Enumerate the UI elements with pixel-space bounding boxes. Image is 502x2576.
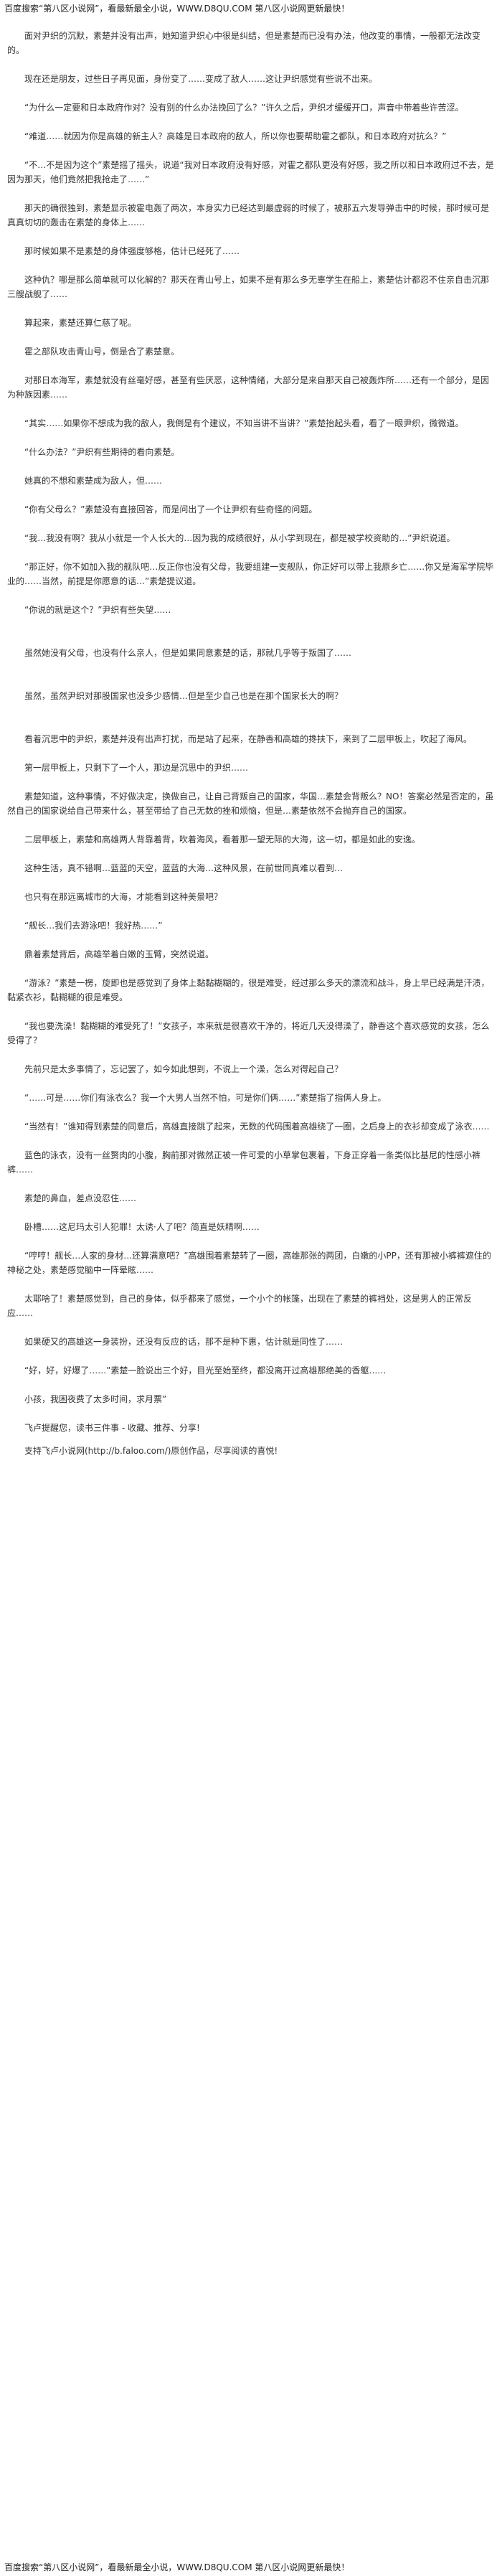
paragraph: 她真的不想和素楚成为敌人，但…… (24, 476, 163, 486)
paragraph: 小孩，我困夜费了太多时间，求月票” (24, 1394, 167, 1404)
blank-gap (7, 631, 495, 646)
paragraph: 也只有在那远离城市的大海，才能看到这种美景吧？ (24, 892, 223, 902)
paragraph: 第一层甲板上，只剩下了一个人，那边是沉思中的尹织…… (24, 763, 249, 773)
paragraph: 虽然她没有父母，也没有什么亲人，但是如果同意素楚的话，那就几乎等于叛国了…… (24, 648, 352, 658)
paragraph: 鼎着素楚背后，高雄举着白嫩的玉臂，突然说道。 (24, 949, 214, 959)
paragraph: “什么办法？”尹织有些期待的看向素楚。 (24, 447, 180, 457)
paragraph: “游泳？”素楚一楞，旋即也是感觉到了身体上黏黏糊糊的，很是难受，经过那么多天的漂… (7, 978, 490, 1002)
paragraph: 算起来，素楚还算仁慈了呢。 (24, 318, 137, 328)
paragraph: “舰长…我们去游泳吧！我好热……” (24, 921, 163, 931)
paragraph: “好，好，好爆了……”素楚一脸说出三个好，目光至始至终，都没离开过高雄那绝美的香… (24, 1365, 387, 1376)
paragraph: 如果硬又的高雄这一身装扮，还没有反应的话，那不是种下惠，估计就是同性了…… (24, 1337, 344, 1347)
paragraph: “哼哼！舰长…人家的身材…还算满意吧？”高雄围着素楚转了一圈，高雄那张的两团，白… (7, 1251, 491, 1275)
paragraph: 虽然，虽然尹织对那股国家也没多少感情…但是至少自己也是在那个国家长大的啊？ (24, 691, 344, 701)
paragraph: “那正好，你不如加入我的舰队吧…反正你也没有父母，我要组建一支舰队，你正好可以带… (7, 562, 494, 586)
paragraph: 那时候如果不是素楚的身体强度够格，估计已经死了…… (24, 246, 240, 256)
paragraph: “我也要洗澡！黏糊糊的难受死了！”女孩子，本来就是很喜欢干净的，将近几天没得澡了… (7, 1021, 490, 1045)
paragraph: “我…我没有啊？我从小就是一个人长大的…因为我的成绩很好，从小学到现在，都是被学… (24, 533, 455, 543)
paragraph: 这种生活，真不错啊…蓝蓝的天空，蓝蓝的大海…这种风景，在前世同真难以看到… (24, 863, 344, 873)
paragraph: 对那日本海军，素楚就没有丝毫好感，甚至有些厌恶，这种情绪，大部分是来自那天自己被… (7, 375, 490, 400)
paragraph: “难道……就因为你是高雄的新主人？高雄是日本政府的敌人，所以你也要帮助霍之都队，… (24, 131, 447, 141)
support-notice: 支持飞卢小说网(http://b.faloo.com/)原创作品，尽享阅读的喜悦… (24, 1446, 278, 1456)
paragraph: 太耶啥了！素楚感觉到，自己的身体，似乎都来了感觉，一个小个的帐篷，出现在了素楚的… (7, 1294, 473, 1318)
reading-reminder: 飞卢提醒您，读书三件事 - 收藏、推荐、分享! (24, 1423, 200, 1433)
paragraph: “……可是……你们有泳衣么？我一个大男人当然不怕，可是你们俩……”素楚指了指俩人… (24, 1093, 387, 1103)
paragraph: “你有父母么？”素楚没有直接回答，而是问出了一个让尹织有些奇怪的问题。 (24, 504, 318, 514)
paragraph: 素楚的鼻血，差点没忍住…… (24, 1193, 137, 1203)
paragraph: 卧槽……这尼玛太引人犯罪！太诱·人了吧？简直是妖精啊…… (24, 1222, 260, 1232)
paragraph: 面对尹织的沉默，素楚并没有出声，她知道尹织心中很是纠结，但是素楚而已没有办法，他… (7, 31, 481, 55)
top-promo-banner: 百度搜索“第八区小说网”，看最新最全小说，WWW.D8QU.COM 第八区小说网… (4, 4, 350, 14)
paragraph: 素楚知道，这种事情，不好做决定，换做自己，让自己背叛自己的国家，华国…素楚会背叛… (7, 791, 494, 816)
paragraph: “其实……如果你不想成为我的敌人，我倒是有个建议，不知当讲不当讲？”素楚抬起头看… (24, 418, 464, 428)
blank-gap (7, 674, 495, 689)
paragraph: 那天的确很独到，素楚显示被霍电轰了两次，本身实力已经达到最虚弱的时候了，被那五六… (7, 203, 490, 227)
paragraph: 霍之部队攻击青山号，倒是合了素楚意。 (24, 347, 180, 357)
chapter-content: 面对尹织的沉默，素楚并没有出声，她知道尹织心中很是纠结，但是素楚而已没有办法，他… (7, 29, 495, 1467)
blank-gap (7, 718, 495, 732)
paragraph: 蓝色的泳衣，没有一丝赘肉的小腹，胸前那对微然正被一件可爱的小草掌包裹着，下身正穿… (7, 1150, 481, 1175)
paragraph: 这种仇？哪是那么简单就可以化解的？那天在青山号上，如果不是有那么多无辜学生在船上… (7, 275, 490, 299)
bottom-promo-banner: 百度搜索“第八区小说网”，看最新最全小说，WWW.D8QU.COM 第八区小说网… (4, 2562, 350, 2572)
paragraph: 现在还是朋友，过些日子再见面，身份变了……变成了敌人……这让尹织感觉有些说不出来… (24, 74, 378, 84)
paragraph: “为什么一定要和日本政府作对？没有别的什么办法挽回了么？”许久之后，尹织才缓缓开… (24, 103, 464, 113)
paragraph: “不…不是因为这个”素楚摇了摇头，说道“我对日本政府没有好感，对霍之都队更没有好… (7, 160, 494, 184)
paragraph: 二层甲板上，素楚和高雄两人背靠着背，吹着海风，看着那一望无际的大海，这一切，都是… (24, 835, 421, 845)
paragraph: “你说的就是这个？”尹织有些失望…… (24, 605, 171, 615)
paragraph: “当然有！”谁知得到素楚的同意后，高雄直接跳了起来，无数的代码围着高雄绕了一圈，… (24, 1122, 490, 1132)
paragraph: 看着沉思中的尹织，素楚并没有出声打扰，而是站了起来，在静香和高雄的搀扶下，来到了… (24, 734, 473, 744)
paragraph: 先前只是太多事情了，忘记罢了，如今如此想到，不说上一个澡，怎么对得起自己？ (24, 1064, 344, 1074)
